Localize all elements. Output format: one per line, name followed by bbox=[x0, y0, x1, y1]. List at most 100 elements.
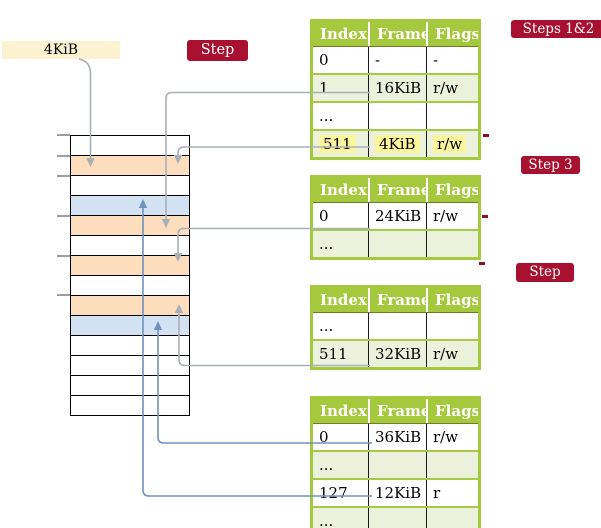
cell-flags: r/w bbox=[426, 203, 478, 229]
memory-row-mapped bbox=[71, 316, 189, 336]
red-tick bbox=[479, 262, 485, 265]
cell-frame: - bbox=[368, 47, 426, 73]
cell-index: 0 bbox=[319, 207, 329, 225]
memory-row-free bbox=[71, 236, 189, 256]
page-table-2: Index Frame Flags 0 24KiB r/w ... bbox=[310, 175, 481, 260]
table-header: Index Frame Flags bbox=[313, 399, 478, 423]
col-header-flags: Flags bbox=[426, 178, 478, 202]
memory-row-pagetable bbox=[71, 156, 189, 176]
memory-row-free bbox=[71, 396, 189, 415]
col-header-flags: Flags bbox=[426, 288, 478, 312]
cell-frame: 12KiB bbox=[368, 480, 426, 506]
memory-row-free bbox=[71, 276, 189, 296]
page-table-1: Index Frame Flags 0 - - 1 16KiB r/w ... … bbox=[310, 19, 481, 160]
cell-index: 0 bbox=[319, 428, 329, 446]
col-header-index: Index bbox=[320, 181, 367, 199]
memory-row-free bbox=[71, 176, 189, 196]
table-header: Index Frame Flags bbox=[313, 178, 478, 202]
red-tick bbox=[483, 134, 489, 137]
cell-index: 1 bbox=[319, 79, 329, 97]
table-row-highlighted: 511 4KiB r/w bbox=[313, 129, 478, 157]
memory-tick bbox=[57, 155, 70, 157]
col-header-flags: Flags bbox=[426, 399, 478, 423]
table-row: 0 - - bbox=[313, 46, 478, 73]
memory-tick bbox=[57, 215, 70, 217]
cell-flags: r/w bbox=[426, 424, 478, 450]
cell-frame bbox=[368, 103, 426, 129]
cell-flags bbox=[426, 103, 478, 129]
steps-1-2-label: Steps 1&2 bbox=[511, 20, 601, 38]
step-0-label: Step 0 bbox=[187, 40, 248, 79]
cell-index: ... bbox=[319, 317, 334, 335]
cell-frame bbox=[368, 313, 426, 339]
red-tick bbox=[482, 215, 488, 218]
cell-frame bbox=[368, 452, 426, 478]
cell-index: ... bbox=[319, 107, 334, 125]
col-header-index: Index bbox=[320, 25, 367, 43]
table-header: Index Frame Flags bbox=[313, 288, 478, 312]
cell-flags bbox=[426, 231, 478, 257]
table-row: 1 16KiB r/w bbox=[313, 73, 478, 101]
cell-index: 511 bbox=[313, 131, 368, 157]
page-table-3: Index Frame Flags ... 511 32KiB r/w bbox=[310, 285, 481, 370]
cell-flags: - bbox=[426, 47, 478, 73]
table-row: ... bbox=[313, 229, 478, 257]
memory-tick bbox=[57, 134, 70, 136]
cell-flags bbox=[426, 313, 478, 339]
table-row: ... bbox=[313, 312, 478, 339]
page-table-4: Index Frame Flags 0 36KiB r/w ... 127 12… bbox=[310, 396, 481, 528]
table-row: 0 36KiB r/w bbox=[313, 423, 478, 450]
col-header-frame: Frame bbox=[368, 22, 426, 46]
highlighted-value: 4KiB bbox=[375, 135, 420, 153]
cell-index: ... bbox=[319, 512, 334, 528]
cell-frame: 4KiB bbox=[368, 131, 426, 157]
cell-flags: r/w bbox=[426, 75, 478, 101]
cell-frame: 24KiB bbox=[368, 203, 426, 229]
table-row: ... bbox=[313, 450, 478, 478]
cell-flags: r bbox=[426, 480, 478, 506]
cell-frame: 16KiB bbox=[368, 75, 426, 101]
table-row: 127 12KiB r bbox=[313, 478, 478, 506]
table-row: ... bbox=[313, 506, 478, 528]
cell-index: ... bbox=[319, 235, 334, 253]
memory-row-mapped bbox=[71, 196, 189, 216]
memory-column bbox=[70, 135, 190, 416]
step-3-label: Step 3 bbox=[521, 156, 580, 174]
col-header-index: Index bbox=[320, 291, 367, 309]
table-row: ... bbox=[313, 101, 478, 129]
highlighted-value: 511 bbox=[319, 135, 356, 153]
memory-row-pagetable bbox=[71, 296, 189, 316]
memory-row-pagetable bbox=[71, 216, 189, 236]
cell-index: 127 bbox=[319, 484, 348, 502]
step-4-label: Step 4 bbox=[516, 263, 574, 299]
memory-row-free bbox=[71, 336, 189, 356]
highlighted-value: r/w bbox=[433, 135, 467, 153]
table-row: 0 24KiB r/w bbox=[313, 202, 478, 229]
cell-index: 0 bbox=[319, 51, 329, 69]
cell-flags: r/w bbox=[426, 131, 478, 157]
col-header-frame: Frame bbox=[368, 399, 426, 423]
table-row: 511 32KiB r/w bbox=[313, 339, 478, 367]
cell-flags bbox=[426, 452, 478, 478]
table-header: Index Frame Flags bbox=[313, 22, 478, 46]
frame-size-box: 4KiB bbox=[2, 41, 120, 59]
cell-frame bbox=[368, 231, 426, 257]
memory-tick bbox=[57, 294, 70, 296]
cell-frame bbox=[368, 508, 426, 528]
cell-index: ... bbox=[319, 456, 334, 474]
memory-row-free bbox=[71, 136, 189, 156]
cell-flags: r/w bbox=[426, 341, 478, 367]
cell-frame: 32KiB bbox=[368, 341, 426, 367]
memory-row-pagetable bbox=[71, 256, 189, 276]
col-header-flags: Flags bbox=[426, 22, 478, 46]
col-header-index: Index bbox=[320, 402, 367, 420]
memory-tick bbox=[57, 175, 70, 177]
memory-tick bbox=[57, 255, 70, 257]
cell-flags bbox=[426, 508, 478, 528]
col-header-frame: Frame bbox=[368, 178, 426, 202]
memory-row-free bbox=[71, 356, 189, 376]
col-header-frame: Frame bbox=[368, 288, 426, 312]
cell-index: 511 bbox=[319, 345, 348, 363]
cell-frame: 36KiB bbox=[368, 424, 426, 450]
